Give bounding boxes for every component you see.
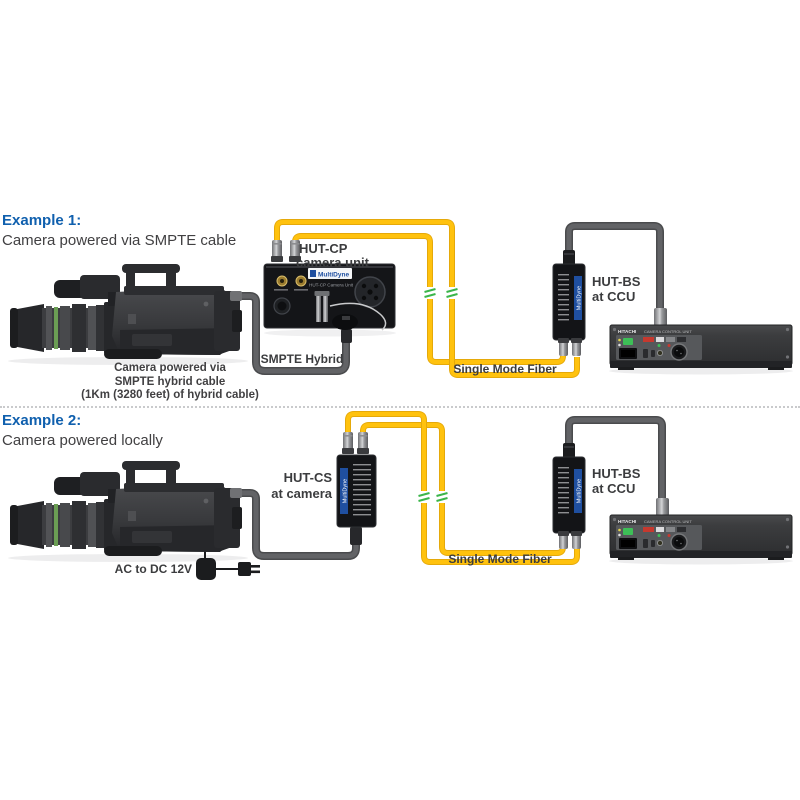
fiber-label-2: Single Mode Fiber (448, 552, 552, 566)
hutcp-name-label: HUT-CP (299, 241, 348, 256)
camera1-shadow (8, 357, 248, 365)
lens-cap (332, 314, 358, 330)
hutcs-unit: MultiDyne (336, 432, 377, 528)
hutbs-unit-1 (552, 249, 586, 357)
hutcs-plug (350, 527, 362, 545)
ccu-cable-1 (566, 223, 663, 310)
smpte-cable (236, 293, 349, 374)
multidyne-sticker (308, 268, 352, 279)
fiber-cables-2 (345, 411, 580, 565)
example1-graphics: MultiDyne HUT-CP Camera Unit (8, 219, 793, 378)
caption-line-2: SMPTE hybrid cable (114, 375, 226, 388)
example2-subtitle: Camera powered locally (2, 432, 163, 449)
ccu2-shadow (609, 557, 793, 565)
hutbs-unit-2 (552, 442, 586, 550)
ccu-unit-2 (609, 514, 793, 561)
caption-line-3: (1Km (3280 feet) of hybrid cable) (81, 389, 259, 401)
fiber-outer-2 (346, 412, 579, 564)
hutcp-panel-text: HUT-CP Camera Unit (309, 283, 354, 288)
smpte-hybrid-label: SMPTE Hybrid (260, 352, 344, 366)
camera2 (10, 461, 242, 556)
power-adapter (196, 543, 260, 580)
hutbs1-sub-label: at CCU (592, 289, 636, 304)
smpte-plug (341, 329, 352, 343)
multidyne-label: MultiDyne (343, 479, 349, 503)
hutcp-unit: MultiDyne HUT-CP Camera Unit (263, 240, 396, 331)
spec-text-lines (353, 464, 371, 516)
example2-graphics: MultiDyne (8, 411, 793, 580)
hutcs-sub-label: at camera (271, 486, 332, 501)
fiber-inner-2 (361, 423, 565, 555)
section-divider (0, 406, 800, 408)
camera1-caption: Camera powered via SMPTE hybrid cable (1… (48, 362, 292, 403)
hutcp-sub-label: camera unit (296, 255, 369, 270)
ccu-plug-2 (656, 498, 669, 516)
hutbs2-name-label: HUT-BS (592, 466, 641, 481)
hutcs-cable (236, 490, 359, 559)
multidyne-label: MultiDyne (318, 272, 349, 279)
fiber-label-1: Single Mode Fiber (453, 362, 557, 376)
st-fiber-connector (316, 294, 321, 322)
fiber-inner-1 (293, 234, 565, 364)
hutcp-shadow (264, 329, 396, 337)
patch-wire (329, 302, 387, 331)
ccu-plug-1 (654, 308, 667, 326)
example1-title: Example 1: (2, 212, 82, 229)
camera1 (10, 264, 242, 359)
hutbs1-name-label: HUT-BS (592, 274, 641, 289)
hutbs2-sub-label: at CCU (592, 481, 636, 496)
ccu1-shadow (609, 367, 793, 375)
caption-line-1: Camera powered via (114, 362, 226, 374)
ccu-unit-1 (609, 324, 793, 371)
ac-dc-label: AC to DC 12V (114, 562, 192, 576)
hutcs-name-label: HUT-CS (283, 470, 332, 485)
ccu-cable-2 (566, 417, 665, 500)
camera2-shadow (8, 554, 248, 562)
example2-title: Example 2: (2, 412, 82, 429)
example1-subtitle: Camera powered via SMPTE cable (2, 232, 237, 249)
